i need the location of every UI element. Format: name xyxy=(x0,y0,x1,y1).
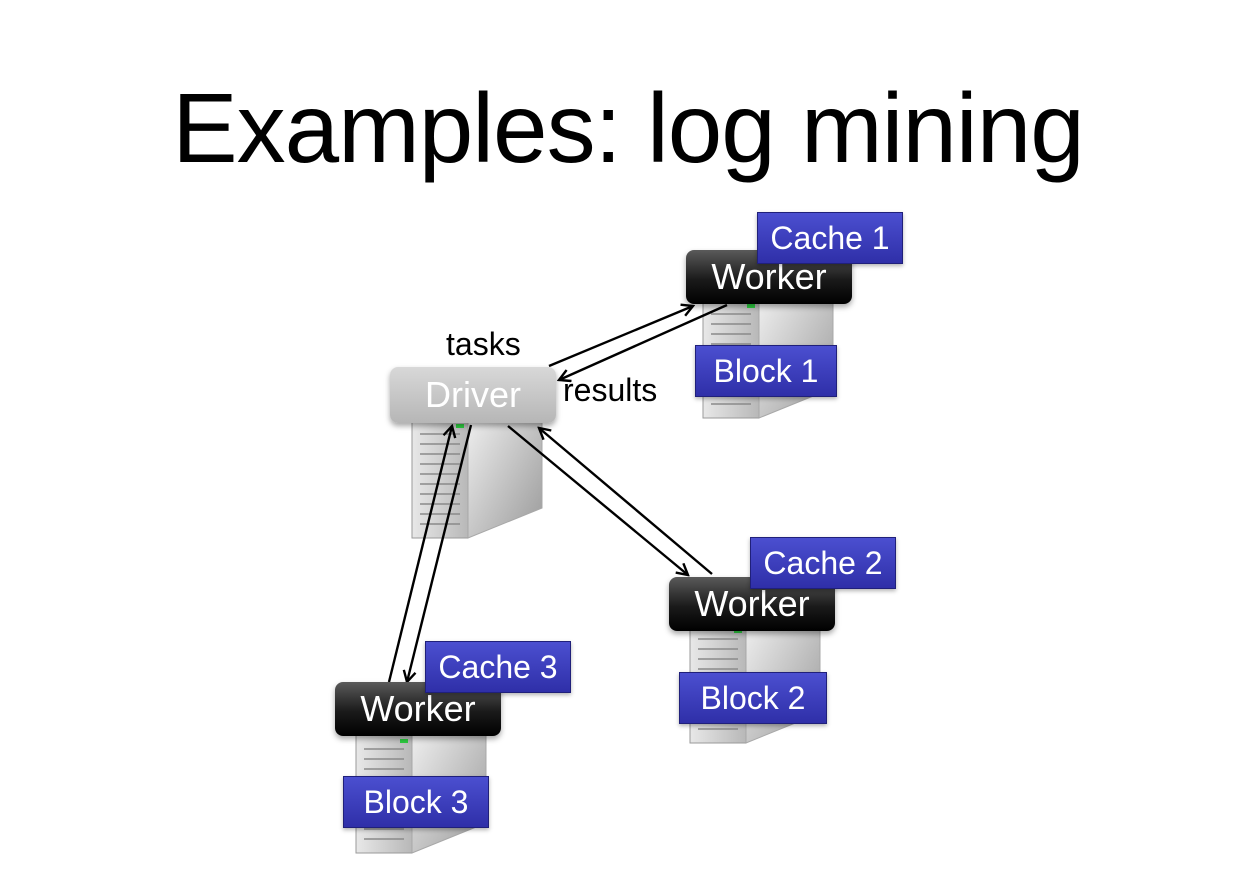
cache-tag-1: Cache 1 xyxy=(757,212,903,264)
arrow-results-worker1 xyxy=(559,303,728,380)
results-label: results xyxy=(563,372,658,408)
arrow-results-worker3 xyxy=(387,426,452,683)
block-tag-3: Block 3 xyxy=(343,776,489,828)
block-tag-1: Block 1 xyxy=(695,345,837,397)
worker-node-2: Worker xyxy=(669,577,835,631)
arrow-tasks-worker3 xyxy=(407,424,473,682)
cache-tag-2: Cache 2 xyxy=(750,537,896,589)
block-tag-2: Block 2 xyxy=(679,672,827,724)
driver-node: Driver xyxy=(390,367,556,423)
arrow-results-worker2 xyxy=(539,428,713,575)
slide-title: Examples: log mining xyxy=(172,73,1084,183)
arrow-tasks-worker2 xyxy=(507,425,688,575)
cache-tag-3: Cache 3 xyxy=(425,641,571,693)
tasks-label: tasks xyxy=(446,326,521,362)
arrow-tasks-worker1 xyxy=(548,306,693,368)
